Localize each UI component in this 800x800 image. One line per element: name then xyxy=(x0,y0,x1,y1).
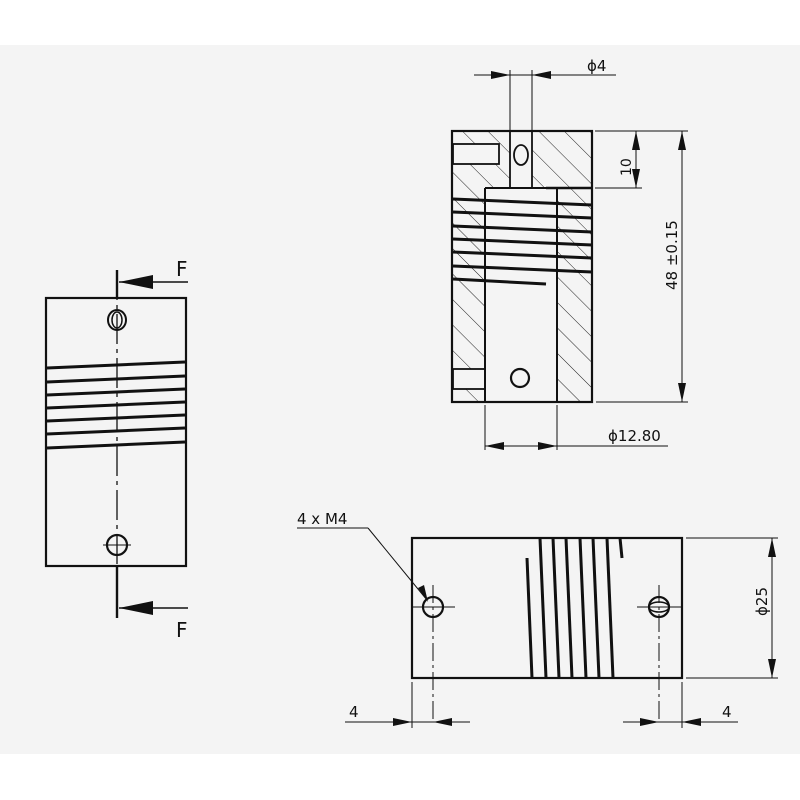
coupling-slits xyxy=(452,197,593,286)
thread-callout: 4 x M4 xyxy=(297,510,347,528)
length-dimension: 48 ±0.15 xyxy=(663,220,681,290)
coupling-slits xyxy=(46,360,186,450)
left-edge-offset-dimension: 4 xyxy=(349,703,359,721)
force-label-top: F xyxy=(176,257,188,281)
front-view: 4 x M4 ϕ25 4 4 xyxy=(297,510,778,728)
side-view-left: F F xyxy=(44,257,188,642)
force-label-bottom: F xyxy=(176,618,188,642)
right-edge-offset-dimension: 4 xyxy=(722,703,732,721)
top-offset-dimension: 10 xyxy=(619,158,635,176)
coupling-slits xyxy=(525,537,624,679)
screw-hole-icon xyxy=(107,309,127,331)
bore-hole-dimension: ϕ4 xyxy=(587,57,606,75)
drawing-sheet xyxy=(0,45,800,754)
section-view: ϕ4 10 48 ±0.15 ϕ12.80 xyxy=(450,57,688,450)
inner-bore-dimension: ϕ12.80 xyxy=(608,427,661,445)
outer-diameter-dimension: ϕ25 xyxy=(753,587,771,616)
